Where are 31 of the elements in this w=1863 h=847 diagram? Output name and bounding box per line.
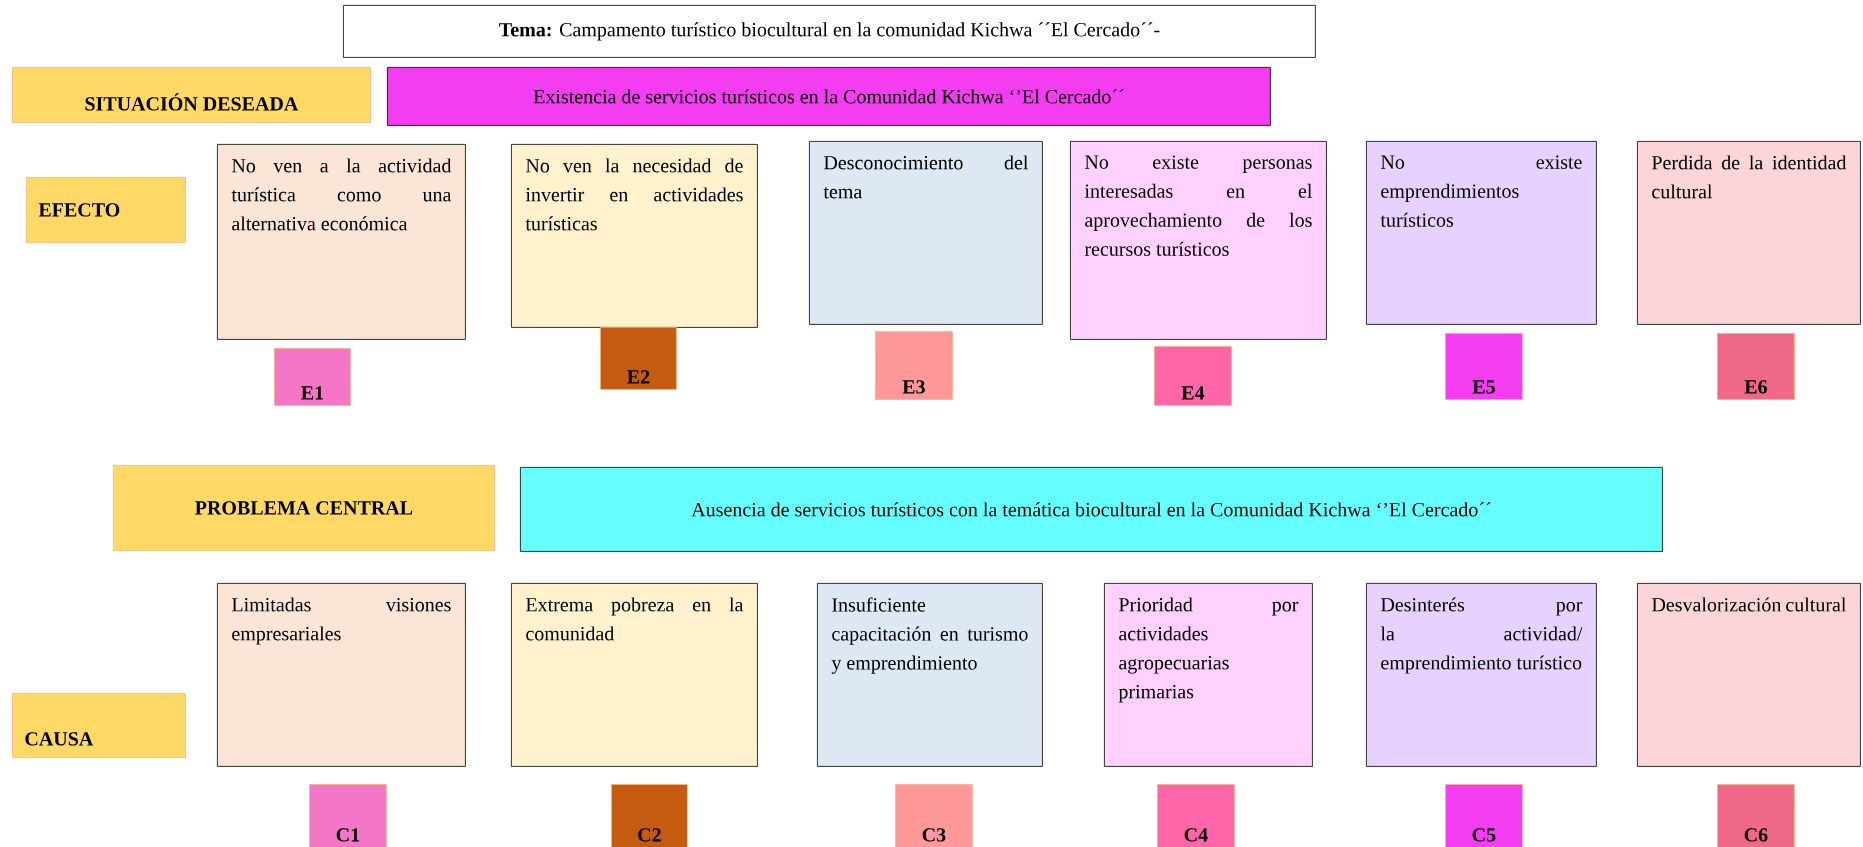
title-box: Tema: Campamento turístico biocultural en la comunidad Kichwa ´´El Cercado´´- (343, 5, 1316, 58)
cause-box: Limitadas visiones empresariales (217, 583, 466, 767)
code-tag: C2 (611, 784, 688, 847)
code-tag: E2 (600, 327, 677, 390)
code-tag: E4 (1154, 346, 1232, 406)
effect-box: Perdida de la identidad cultural (1637, 141, 1861, 325)
code-tag: E5 (1445, 333, 1523, 400)
code-tag: E6 (1717, 333, 1795, 400)
objective-banner: Existencia de servicios turísticos en la Comunidad Kichwa ‘’El Cercado´´ (387, 67, 1271, 126)
effect-box: No existe personas interesadas en el aprovechamiento de los recursos turísticos (1070, 141, 1327, 340)
code-tag: C5 (1445, 784, 1523, 847)
cause-box: Prioridad por actividades agropecuarias primarias (1104, 583, 1313, 767)
code-tag: C3 (895, 784, 973, 847)
code-tag: C1 (309, 784, 387, 847)
effect-box: No ven a la actividad turística como una alternativa económica (217, 144, 466, 340)
code-tag: E3 (875, 331, 953, 400)
row-label: CAUSA (12, 693, 186, 758)
effect-box: No ven la necesidad de invertir en actividades turísticas (511, 144, 758, 328)
row-label: PROBLEMA CENTRAL (113, 465, 495, 551)
problem-banner: Ausencia de servicios turísticos con la temática biocultural en la Comunidad Kichwa ‘’El Cercado´´ (520, 467, 1663, 552)
code-tag: C4 (1157, 784, 1235, 847)
row-label: EFECTO (26, 177, 186, 243)
row-label: SITUACIÓN DESEADA (12, 67, 371, 123)
code-tag: E1 (274, 348, 351, 406)
effect-box: No existe emprendimientos turísticos (1366, 141, 1597, 325)
cause-box: Desinterés por la actividad/ emprendimiento turístico (1366, 583, 1597, 767)
cause-box: Insuficiente capacitación en turismo y emprendimiento (817, 583, 1043, 767)
cause-box: Desvalorización cultural (1637, 583, 1861, 767)
effect-box: Desconocimiento del tema (809, 141, 1043, 325)
cause-box: Extrema pobreza en la comunidad (511, 583, 758, 767)
code-tag: C6 (1717, 784, 1795, 847)
